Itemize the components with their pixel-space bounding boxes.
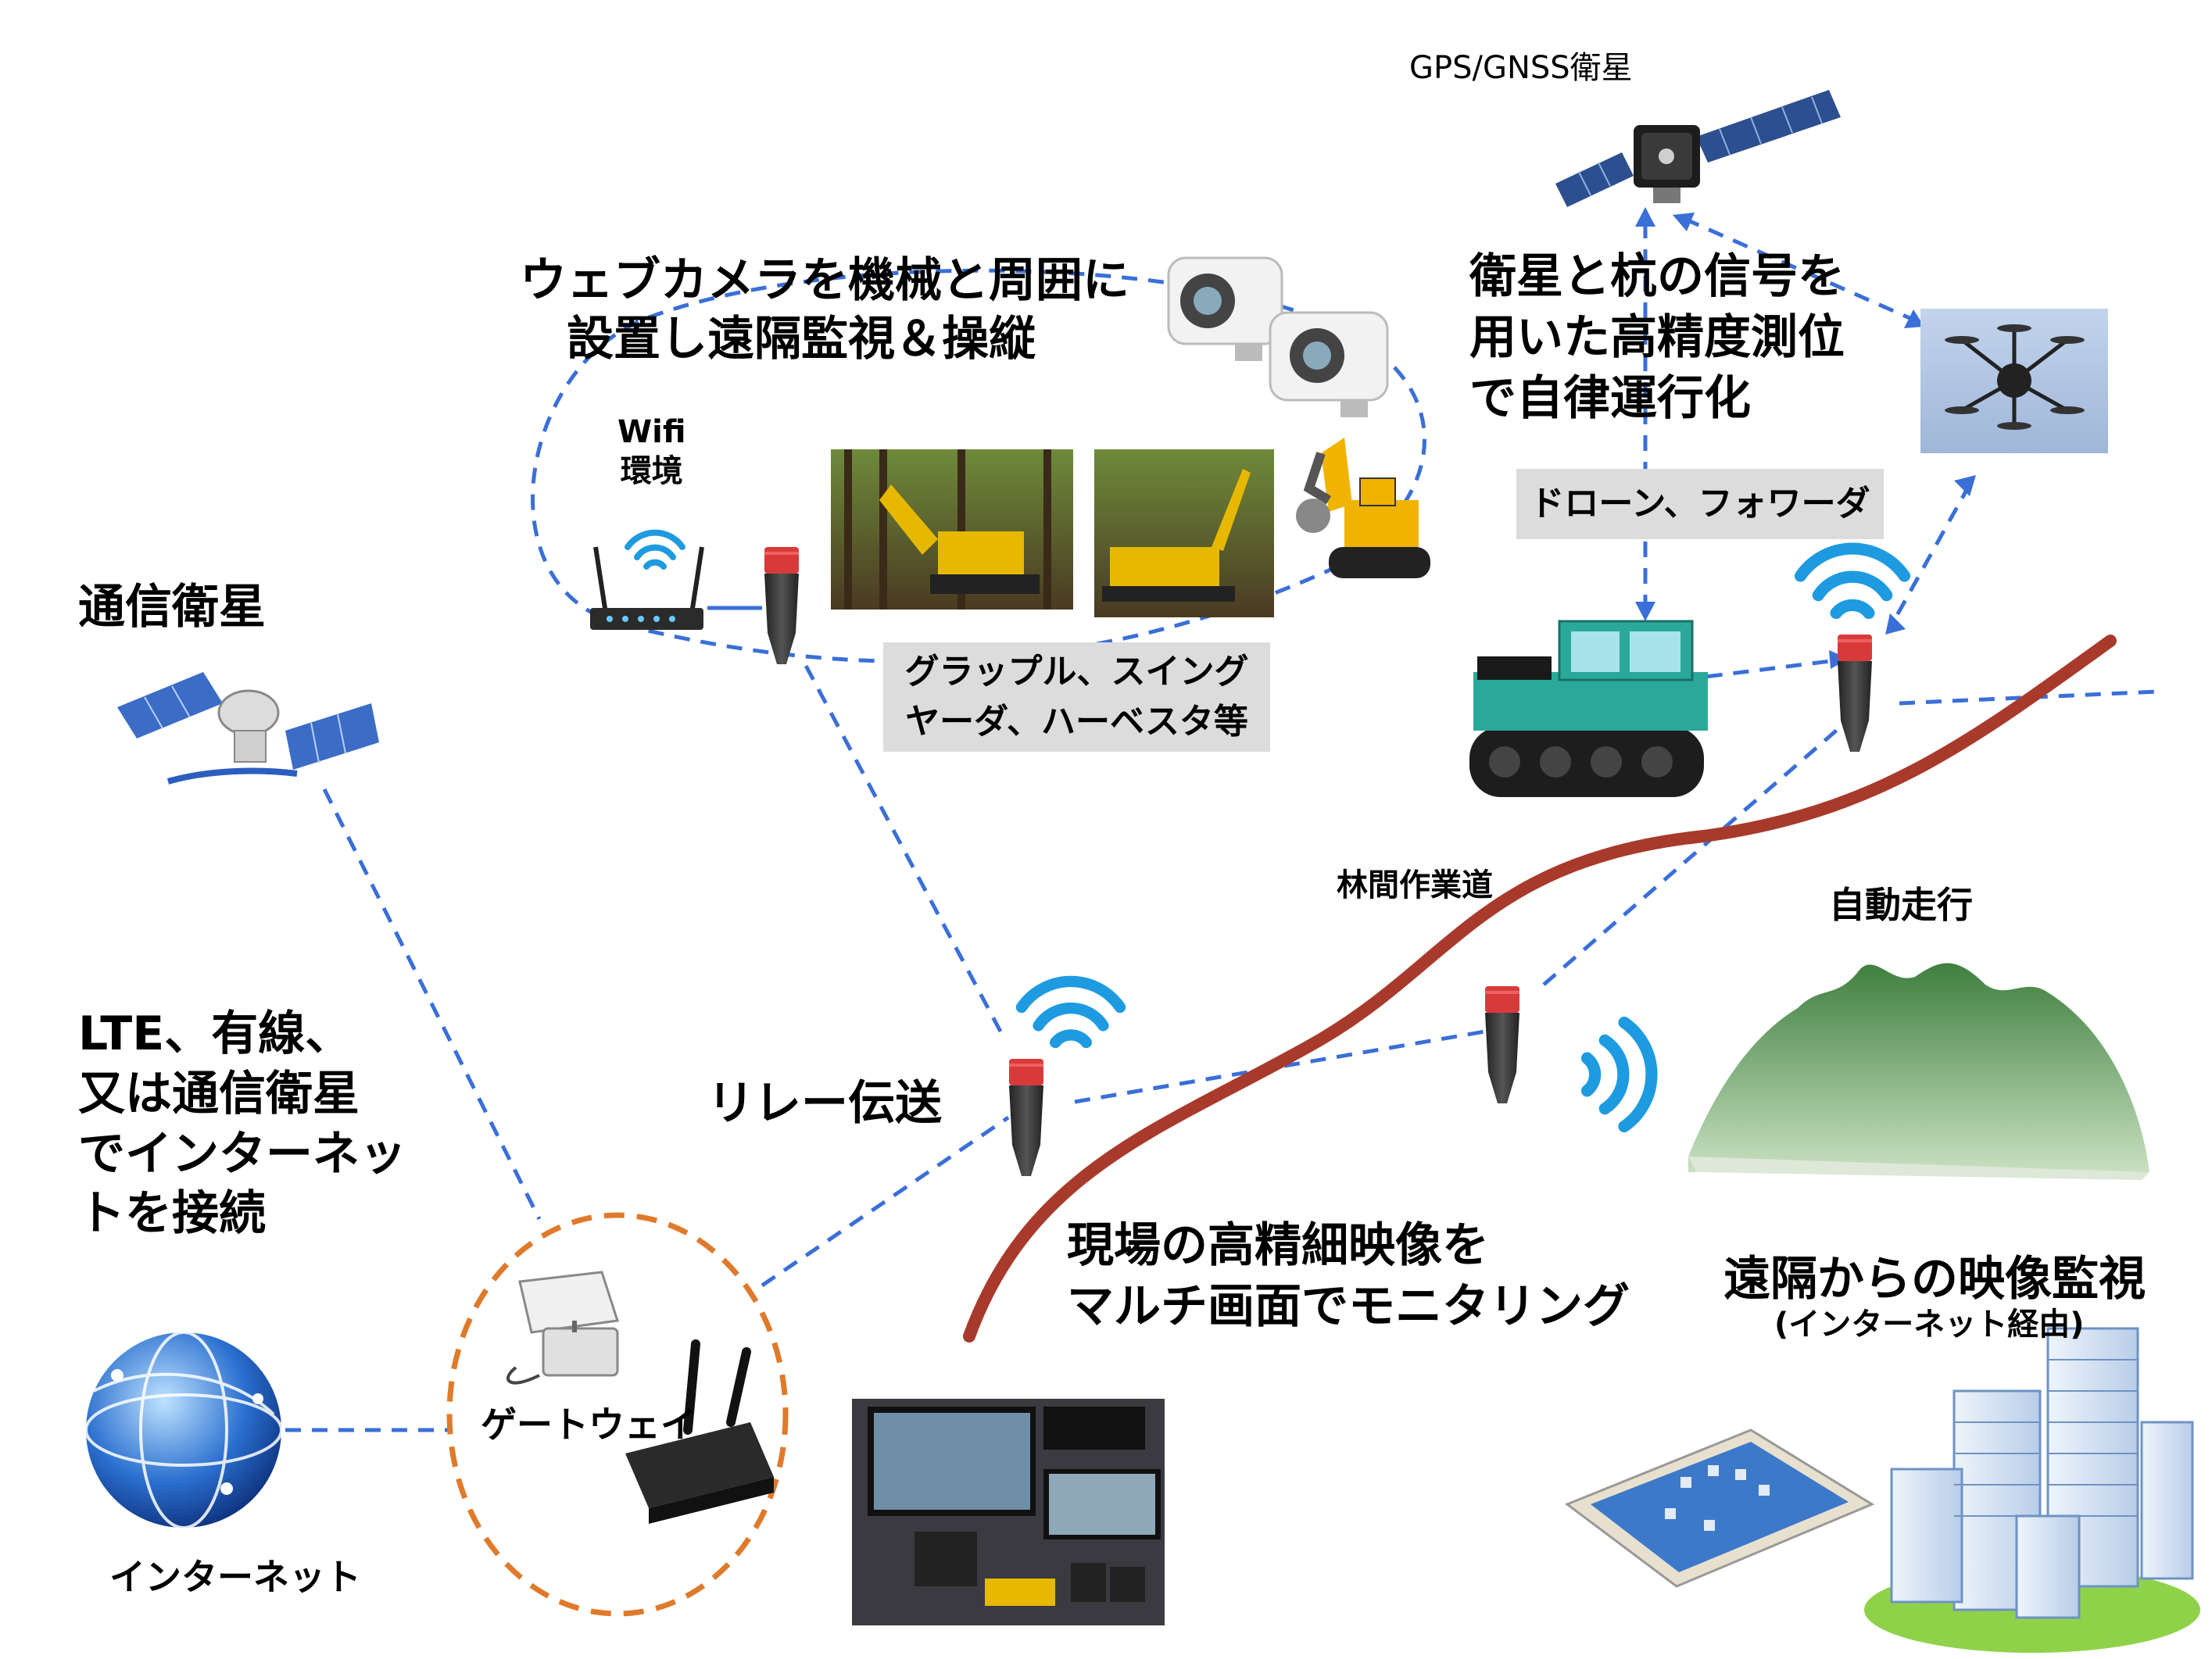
machines-line-2: ヤーダ、ハーベスタ等 <box>905 702 1248 742</box>
arrow-heads <box>1635 207 1976 691</box>
drone-forwarder-label: ドローン、フォワーダ <box>1530 484 1870 524</box>
drone-forwarder-box: ドローン、フォワーダ <box>1516 469 1884 539</box>
gnss-satellite-icon <box>1555 90 1841 207</box>
globe-icon <box>84 1331 283 1529</box>
wifi-signal-icon <box>1801 549 1905 613</box>
satellite-positioning-text: 衛星と杭の信号を 用いた高精度測位 で自律運行化 <box>1469 246 1845 429</box>
webcam-icon <box>1167 256 1283 361</box>
tracked-carrier-icon <box>1469 620 1708 797</box>
internet-label: インターネット <box>109 1556 361 1598</box>
connection-line-2: 又は通信衛星 <box>78 1066 360 1121</box>
relay-node-icon <box>764 547 799 664</box>
monitor-station-icon <box>852 1399 1165 1625</box>
gateway-label: ゲートウェイ <box>481 1403 696 1446</box>
link-gnss-drone <box>1683 216 1917 323</box>
link-relay-to-road <box>1542 725 1842 986</box>
communication-links <box>285 216 2158 1432</box>
multiscreen-line-2: マルチ画面でモニタリング <box>1067 1279 1630 1334</box>
relay-node-icon <box>1485 986 1519 1103</box>
connection-text: LTE、有線、 又は通信衛星 でインターネッ トを接続 <box>78 1004 406 1244</box>
connection-line-4: トを接続 <box>78 1186 266 1242</box>
webcam-title: ウェブカメラを機械と周囲に 設置し遠隔監視＆操縦 <box>520 252 1129 369</box>
machines-line-1: グラップル、スイング <box>904 652 1249 692</box>
webcam-title-line-1: ウェブカメラを機械と周囲に <box>520 253 1129 308</box>
webcam-title-line-2: 設置し遠隔監視＆操縦 <box>567 312 1036 366</box>
drone-photo <box>1920 309 2108 453</box>
multiscreen-text: 現場の高精細映像を マルチ画面でモニタリング <box>1067 1215 1630 1337</box>
forest-photo-swing-yarder <box>1094 449 1274 617</box>
link-relay-right <box>1899 689 2158 706</box>
excavator-icon <box>1296 438 1430 578</box>
satellite-positioning-line-3: で自律運行化 <box>1469 371 1751 426</box>
wifi-router-icon <box>590 533 704 630</box>
link-relay-chain <box>1074 1029 1486 1104</box>
wifi-label: Wifi 環境 <box>617 413 685 491</box>
wifi-label-line-2: 環境 <box>620 453 683 489</box>
wifi-signal-icon <box>1022 981 1120 1042</box>
connection-line-3: でインターネッ <box>78 1126 406 1182</box>
forest-photo-grapple <box>831 449 1073 610</box>
wifi-signal-icon <box>1587 1023 1652 1127</box>
via-internet-label: (インターネット経由) <box>1774 1307 2085 1343</box>
relay-label: リレー伝送 <box>707 1076 942 1131</box>
link-drone-relay <box>1889 483 1972 627</box>
link-webcam-loop <box>531 268 1426 663</box>
connection-line-1: LTE、有線、 <box>78 1006 353 1061</box>
gnss-satellite-label: GPS/GNSS衛星 <box>1409 50 1633 86</box>
forest-road <box>963 635 2117 1343</box>
comm-satellite-icon <box>117 672 379 785</box>
lte-router-icon <box>625 1339 774 1524</box>
link-relay-wifi-relay <box>803 663 1003 1033</box>
satellite-positioning-line-1: 衛星と杭の信号を <box>1469 249 1845 304</box>
gateway-ring <box>446 1212 789 1617</box>
comm-satellite-label: 通信衛星 <box>78 580 266 635</box>
remote-monitoring-label: 遠隔からの映像監視 <box>1723 1252 2146 1307</box>
tablet-icon <box>1564 1428 1875 1588</box>
relay-node-icon <box>1009 1059 1043 1176</box>
satellite-dish-icon <box>506 1271 619 1385</box>
machines-box: グラップル、スイング ヤーダ、ハーベスタ等 <box>883 642 1270 752</box>
mountain-icon <box>1688 963 2149 1180</box>
wifi-label-line-1: Wifi <box>617 414 686 450</box>
satellite-positioning-line-2: 用いた高精度測位 <box>1469 310 1845 365</box>
forest-road-label: 林間作業道 <box>1337 867 1493 903</box>
link-gateway-relay <box>761 1115 1010 1288</box>
city-buildings-icon <box>1864 1327 2200 1653</box>
relay-node-icon <box>1838 635 1872 752</box>
link-satellite-gateway <box>322 788 542 1221</box>
autonomous-label: 自動走行 <box>1829 884 1973 926</box>
multiscreen-line-1: 現場の高精細映像を <box>1067 1218 1489 1273</box>
webcam-icon <box>1269 311 1389 417</box>
